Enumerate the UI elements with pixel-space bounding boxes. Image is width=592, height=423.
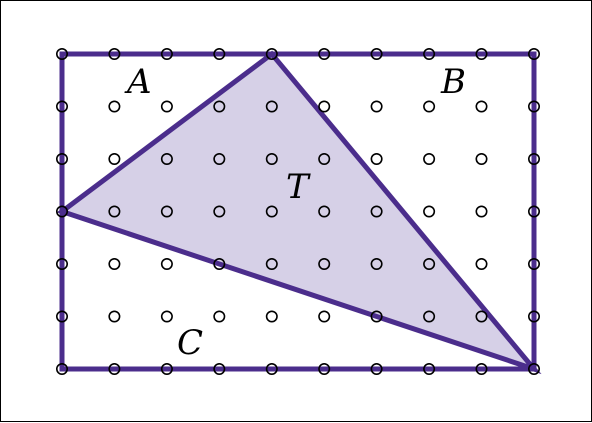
label-t: T bbox=[286, 167, 311, 207]
grid-dot bbox=[108, 257, 121, 270]
grid-dot bbox=[160, 362, 173, 375]
grid-dot bbox=[423, 47, 436, 60]
grid-dot bbox=[55, 47, 68, 60]
grid-dot bbox=[108, 205, 121, 218]
grid-dot bbox=[475, 100, 488, 113]
grid-dot bbox=[475, 310, 488, 323]
grid-dot bbox=[370, 257, 383, 270]
grid-dot bbox=[318, 100, 331, 113]
grid-dot bbox=[475, 257, 488, 270]
grid-dot bbox=[213, 153, 226, 166]
grid-dot bbox=[527, 153, 540, 166]
grid-dot bbox=[527, 310, 540, 323]
grid-dot bbox=[527, 47, 540, 60]
grid-dot bbox=[160, 257, 173, 270]
grid-dot bbox=[475, 153, 488, 166]
outer-rectangle bbox=[59, 51, 537, 372]
grid-dot bbox=[265, 47, 278, 60]
grid-dot bbox=[265, 100, 278, 113]
grid-dot bbox=[423, 362, 436, 375]
grid-dot bbox=[55, 100, 68, 113]
grid-dot bbox=[370, 47, 383, 60]
grid-dot bbox=[423, 205, 436, 218]
grid-dot bbox=[370, 153, 383, 166]
grid-dot bbox=[475, 47, 488, 60]
label-b: B bbox=[440, 62, 466, 102]
grid-dot bbox=[213, 47, 226, 60]
grid-dot bbox=[213, 205, 226, 218]
grid-dot bbox=[265, 153, 278, 166]
grid-dot bbox=[108, 47, 121, 60]
grid-dot bbox=[160, 47, 173, 60]
label-a: A bbox=[124, 62, 152, 102]
grid-dot bbox=[213, 100, 226, 113]
grid-dot bbox=[527, 205, 540, 218]
grid-dot bbox=[108, 100, 121, 113]
grid-dot bbox=[213, 257, 226, 270]
grid-dot bbox=[423, 257, 436, 270]
grid-dot bbox=[527, 362, 540, 375]
grid-dot bbox=[108, 153, 121, 166]
grid-dot bbox=[55, 362, 68, 375]
grid-dot bbox=[318, 362, 331, 375]
grid-dot bbox=[160, 100, 173, 113]
grid-dot bbox=[160, 205, 173, 218]
grid-dot bbox=[55, 205, 68, 218]
grid-dot bbox=[318, 257, 331, 270]
grid-dot bbox=[318, 153, 331, 166]
grid-dot bbox=[213, 362, 226, 375]
grid-dot bbox=[423, 100, 436, 113]
grid-dot bbox=[370, 362, 383, 375]
grid-dot bbox=[55, 153, 68, 166]
label-c: C bbox=[177, 323, 203, 363]
grid-dot bbox=[213, 310, 226, 323]
grid-dot bbox=[370, 205, 383, 218]
grid-dot bbox=[475, 362, 488, 375]
grid-dot bbox=[370, 310, 383, 323]
grid-dot bbox=[318, 47, 331, 60]
grid-dot bbox=[318, 205, 331, 218]
grid-dot bbox=[318, 310, 331, 323]
grid-dot bbox=[108, 310, 121, 323]
grid-dot bbox=[265, 257, 278, 270]
dot-grid bbox=[55, 47, 540, 375]
grid-dot bbox=[108, 362, 121, 375]
grid-dot bbox=[265, 362, 278, 375]
grid-dot bbox=[475, 205, 488, 218]
grid-dot bbox=[527, 100, 540, 113]
grid-dot bbox=[527, 257, 540, 270]
grid-dot bbox=[160, 153, 173, 166]
grid-dot bbox=[265, 310, 278, 323]
grid-dot bbox=[265, 205, 278, 218]
grid-dot bbox=[370, 100, 383, 113]
grid-dot bbox=[55, 310, 68, 323]
grid-dot bbox=[160, 310, 173, 323]
triangle-t bbox=[56, 50, 542, 375]
grid-dot bbox=[55, 257, 68, 270]
grid-dot bbox=[423, 310, 436, 323]
grid-dot bbox=[423, 153, 436, 166]
